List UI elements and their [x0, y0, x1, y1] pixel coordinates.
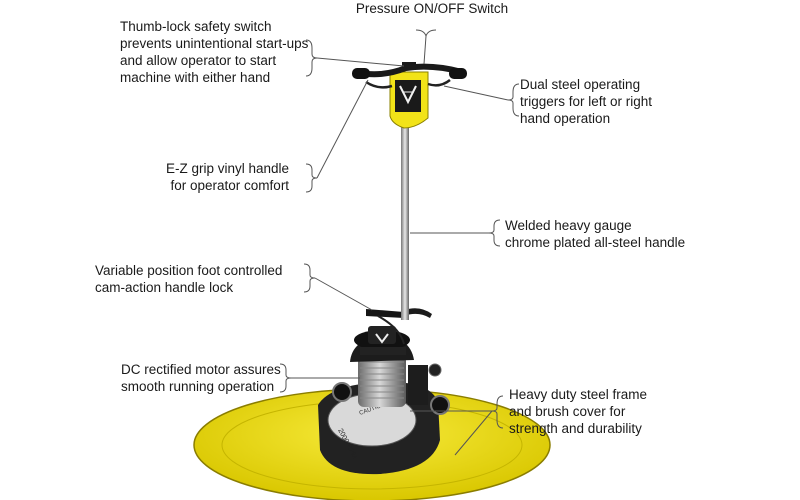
pressure-switch [402, 62, 416, 70]
callout-dc-motor: DC rectified motor assures smooth runnin… [121, 362, 281, 394]
wheel-right [430, 395, 450, 415]
callout-thumb-lock: Thumb-lock safety switch prevents uninte… [120, 19, 309, 85]
dc-motor [358, 355, 406, 407]
callout-steel-frame: Heavy duty steel frame and brush cover f… [509, 387, 648, 436]
right-trigger [427, 78, 451, 87]
callout-welded-handle: Welded heavy gauge chrome plated all-ste… [505, 218, 686, 250]
right-grip [449, 68, 467, 79]
callout-ez-grip: E-Z grip vinyl handle for operator comfo… [166, 161, 290, 193]
left-grip [352, 68, 370, 79]
wheel-left [332, 382, 352, 402]
callout-foot-lock: Variable position foot controlled cam-ac… [95, 263, 283, 295]
callout-pressure-switch: Pressure ON/OFF Switch [355, 1, 509, 16]
cam-action-lever [366, 309, 404, 318]
callout-dual-triggers: Dual steel operating triggers for left o… [520, 77, 653, 126]
steel-handle-shaft [401, 122, 409, 320]
left-trigger [365, 80, 393, 89]
